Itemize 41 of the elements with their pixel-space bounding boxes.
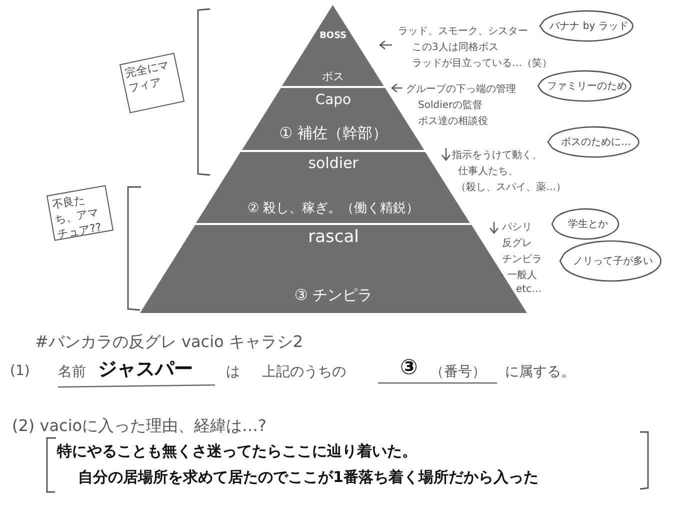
annotation-text: ボス達の相談役 xyxy=(418,114,488,128)
answer-text: 自分の居場所を求めて居たのでここが1番落ち着く場所だから入った xyxy=(78,468,538,487)
tier-label: soldier xyxy=(308,154,358,172)
annotation-text: etc… xyxy=(516,284,542,295)
bubble-text: 学生とか xyxy=(567,218,608,231)
tier-label: ② 殺し、稼ぎ。（働く精鋭） xyxy=(247,200,420,217)
tier-label: ボス xyxy=(322,69,344,84)
tier-label: BOSS xyxy=(320,31,347,41)
annotation-text: ラッド、スモーク、シスター xyxy=(398,25,528,38)
annotation-text: 指示をうけて動く、 xyxy=(452,148,542,162)
bubble-text: ノリって子が多い xyxy=(572,255,653,268)
annotation-text: この3人は同格ボス xyxy=(412,40,498,54)
form-text: に属する。 xyxy=(505,363,575,381)
bubble-text: バナナ by ラッド xyxy=(548,20,628,33)
form-text: （番号） xyxy=(430,363,486,381)
form-text: 上記のうちの xyxy=(262,363,346,381)
tier-label: Capo xyxy=(315,92,352,108)
form-text: 名前 xyxy=(58,363,86,381)
tier-label: ③ チンピラ xyxy=(294,286,373,305)
form-text: #バンカラの反グレ vacio キャラシ2 xyxy=(35,332,304,353)
annotation-text: チンピラ xyxy=(502,253,542,266)
note-box: 不良たち、アマチュア?? xyxy=(46,185,114,241)
annotation-text: 仕事人たち、 xyxy=(458,164,518,178)
annotation-text: 反グレ xyxy=(502,237,532,250)
answer-text: ③ xyxy=(400,355,418,379)
answer-text: ジャスパー xyxy=(98,357,193,382)
tier-label: ① 補佐（幹部） xyxy=(279,124,388,143)
annotation-text: ラッドが目立っている…（笑） xyxy=(412,56,552,70)
form-text: は xyxy=(226,363,240,381)
tier-label: rascal xyxy=(308,227,359,247)
annotation-text: パシリ xyxy=(502,221,532,234)
annotation-text: グループの下っ端の管理 xyxy=(406,82,516,96)
annotation-text: - 一般人 xyxy=(500,269,537,282)
bubble-text: ボスのために… xyxy=(560,136,631,149)
annotation-text: Soldierの監督 xyxy=(418,98,483,112)
annotation-text: （殺し、スパイ、薬…） xyxy=(456,180,566,194)
note-box: 完全にマフィア xyxy=(119,52,185,114)
bubble-text: ファミリーのため xyxy=(546,80,627,93)
answer-text: 特にやることも無くさ迷ってたらここに辿り着いた。 xyxy=(57,442,417,461)
form-text: (1) xyxy=(10,363,30,379)
form-text: (2) vacioに入った理由、経緯は…? xyxy=(12,416,267,437)
